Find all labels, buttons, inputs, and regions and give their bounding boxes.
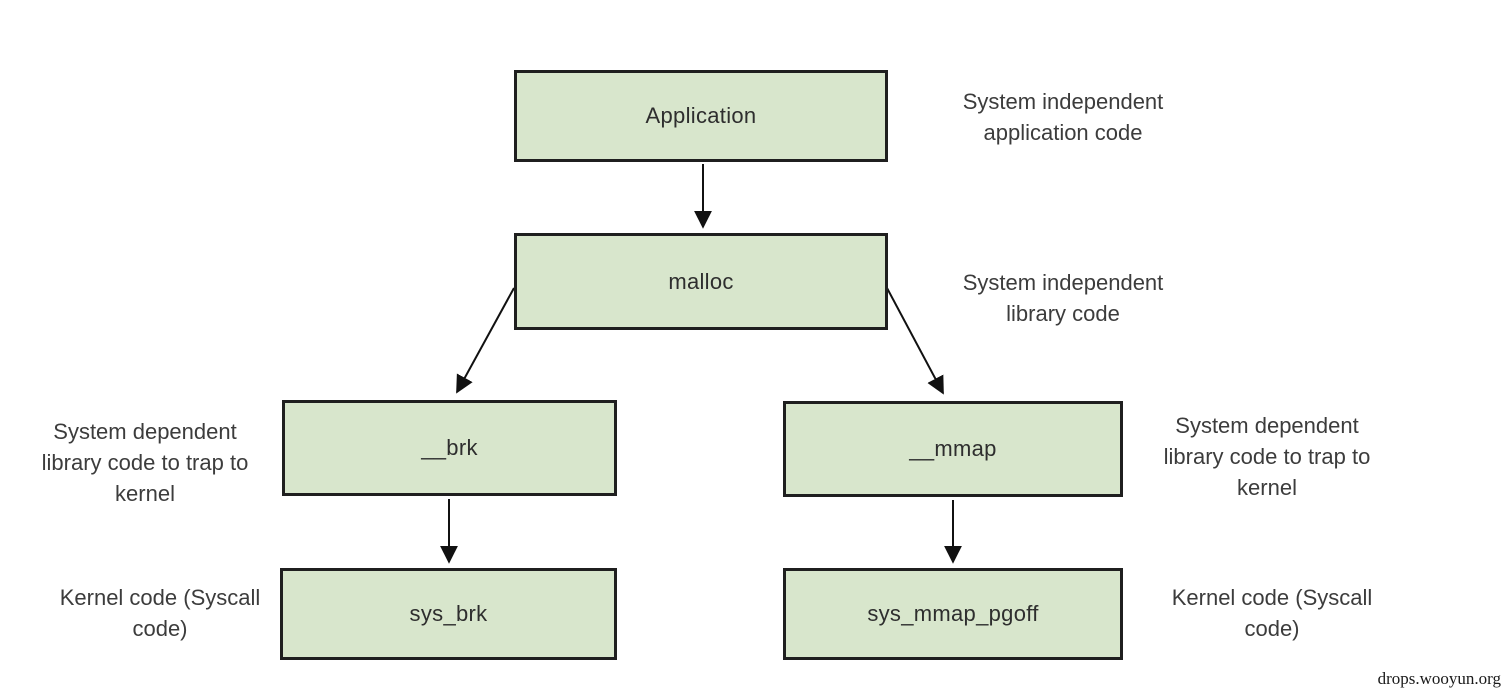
arrow-malloc-to-brk — [456, 287, 515, 394]
node-malloc: malloc — [514, 233, 888, 330]
node-sys-mmap-pgoff: sys_mmap_pgoff — [783, 568, 1123, 660]
watermark: drops.wooyun.org — [1377, 669, 1501, 688]
node-mmap: __mmap — [783, 401, 1123, 497]
annotation-malloc: System independent library code — [962, 270, 1164, 326]
annotation-sys-mmap-pgoff: Kernel code (Syscall code) — [1171, 585, 1373, 641]
node-brk: __brk — [282, 400, 617, 496]
annotation-sys-brk: Kernel code (Syscall code) — [59, 585, 261, 641]
annotation-mmap: System dependent library code to trap to… — [1163, 413, 1371, 500]
annotation-application: System independent application code — [962, 89, 1164, 145]
annotation-brk: System dependent library code to trap to… — [41, 419, 249, 506]
node-application: Application — [514, 70, 888, 162]
node-sys-brk: sys_brk — [280, 568, 617, 660]
